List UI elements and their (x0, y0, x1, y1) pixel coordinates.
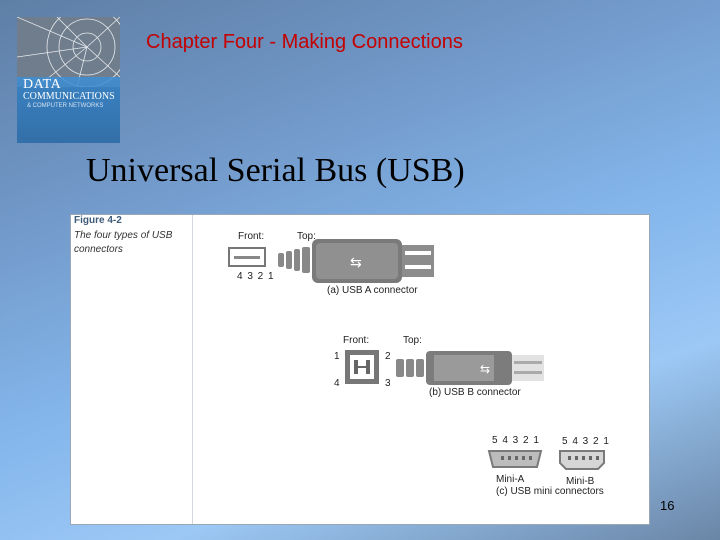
usb-b-pin-2: 2 (385, 351, 391, 362)
mini-a-label: Mini-A (496, 474, 525, 485)
figure-divider (192, 215, 193, 524)
usb-a-top-label: Top: (297, 231, 316, 242)
cover-title-line1: DATA (23, 77, 62, 92)
usb-b-top-label: Top: (403, 335, 422, 346)
svg-text:⇆: ⇆ (350, 255, 362, 271)
mini-b-label: Mini-B (566, 476, 595, 487)
cover-band (17, 77, 120, 143)
mini-a-icon (487, 450, 543, 468)
usb-b-top-icon: ⇆ (396, 351, 544, 385)
cover-art (17, 17, 120, 87)
cover-title-line3: & COMPUTER NETWORKS (27, 103, 104, 109)
slide-title: Universal Serial Bus (USB) (86, 152, 465, 189)
mini-b-icon (559, 450, 605, 470)
usb-b-pin-4: 4 (334, 378, 340, 389)
figure-number: Figure 4-2 (74, 215, 122, 226)
usb-b-front-label: Front: (343, 335, 370, 346)
usb-b-front-icon (345, 350, 379, 384)
usb-b-pin-1: 1 (334, 351, 340, 362)
mini-caption: (c) USB mini connectors (496, 486, 604, 497)
usb-a-pin-numbers: 4 3 2 1 (237, 271, 275, 282)
figure-caption: The four types of USB connectors (74, 230, 173, 255)
book-cover-thumbnail: DATA COMMUNICATIONS & COMPUTER NETWORKS (17, 17, 120, 143)
usb-b-caption: (b) USB B connector (429, 387, 521, 398)
cover-title-line2: COMMUNICATIONS (23, 91, 115, 102)
usb-b-pin-3: 3 (385, 378, 391, 389)
mini-b-pin-numbers: 5 4 3 2 1 (562, 436, 610, 447)
mini-a-pin-numbers: 5 4 3 2 1 (492, 435, 540, 446)
figure-panel: Figure 4-2 The four types of USB connect… (70, 214, 650, 525)
usb-a-front-icon (228, 247, 266, 267)
usb-a-front-label: Front: (238, 231, 265, 242)
chapter-title: Chapter Four - Making Connections (146, 31, 463, 53)
usb-a-caption: (a) USB A connector (327, 285, 418, 296)
page-number: 16 (660, 498, 675, 513)
usb-a-top-icon: ⇆ (278, 239, 434, 283)
svg-text:⇆: ⇆ (480, 362, 490, 376)
